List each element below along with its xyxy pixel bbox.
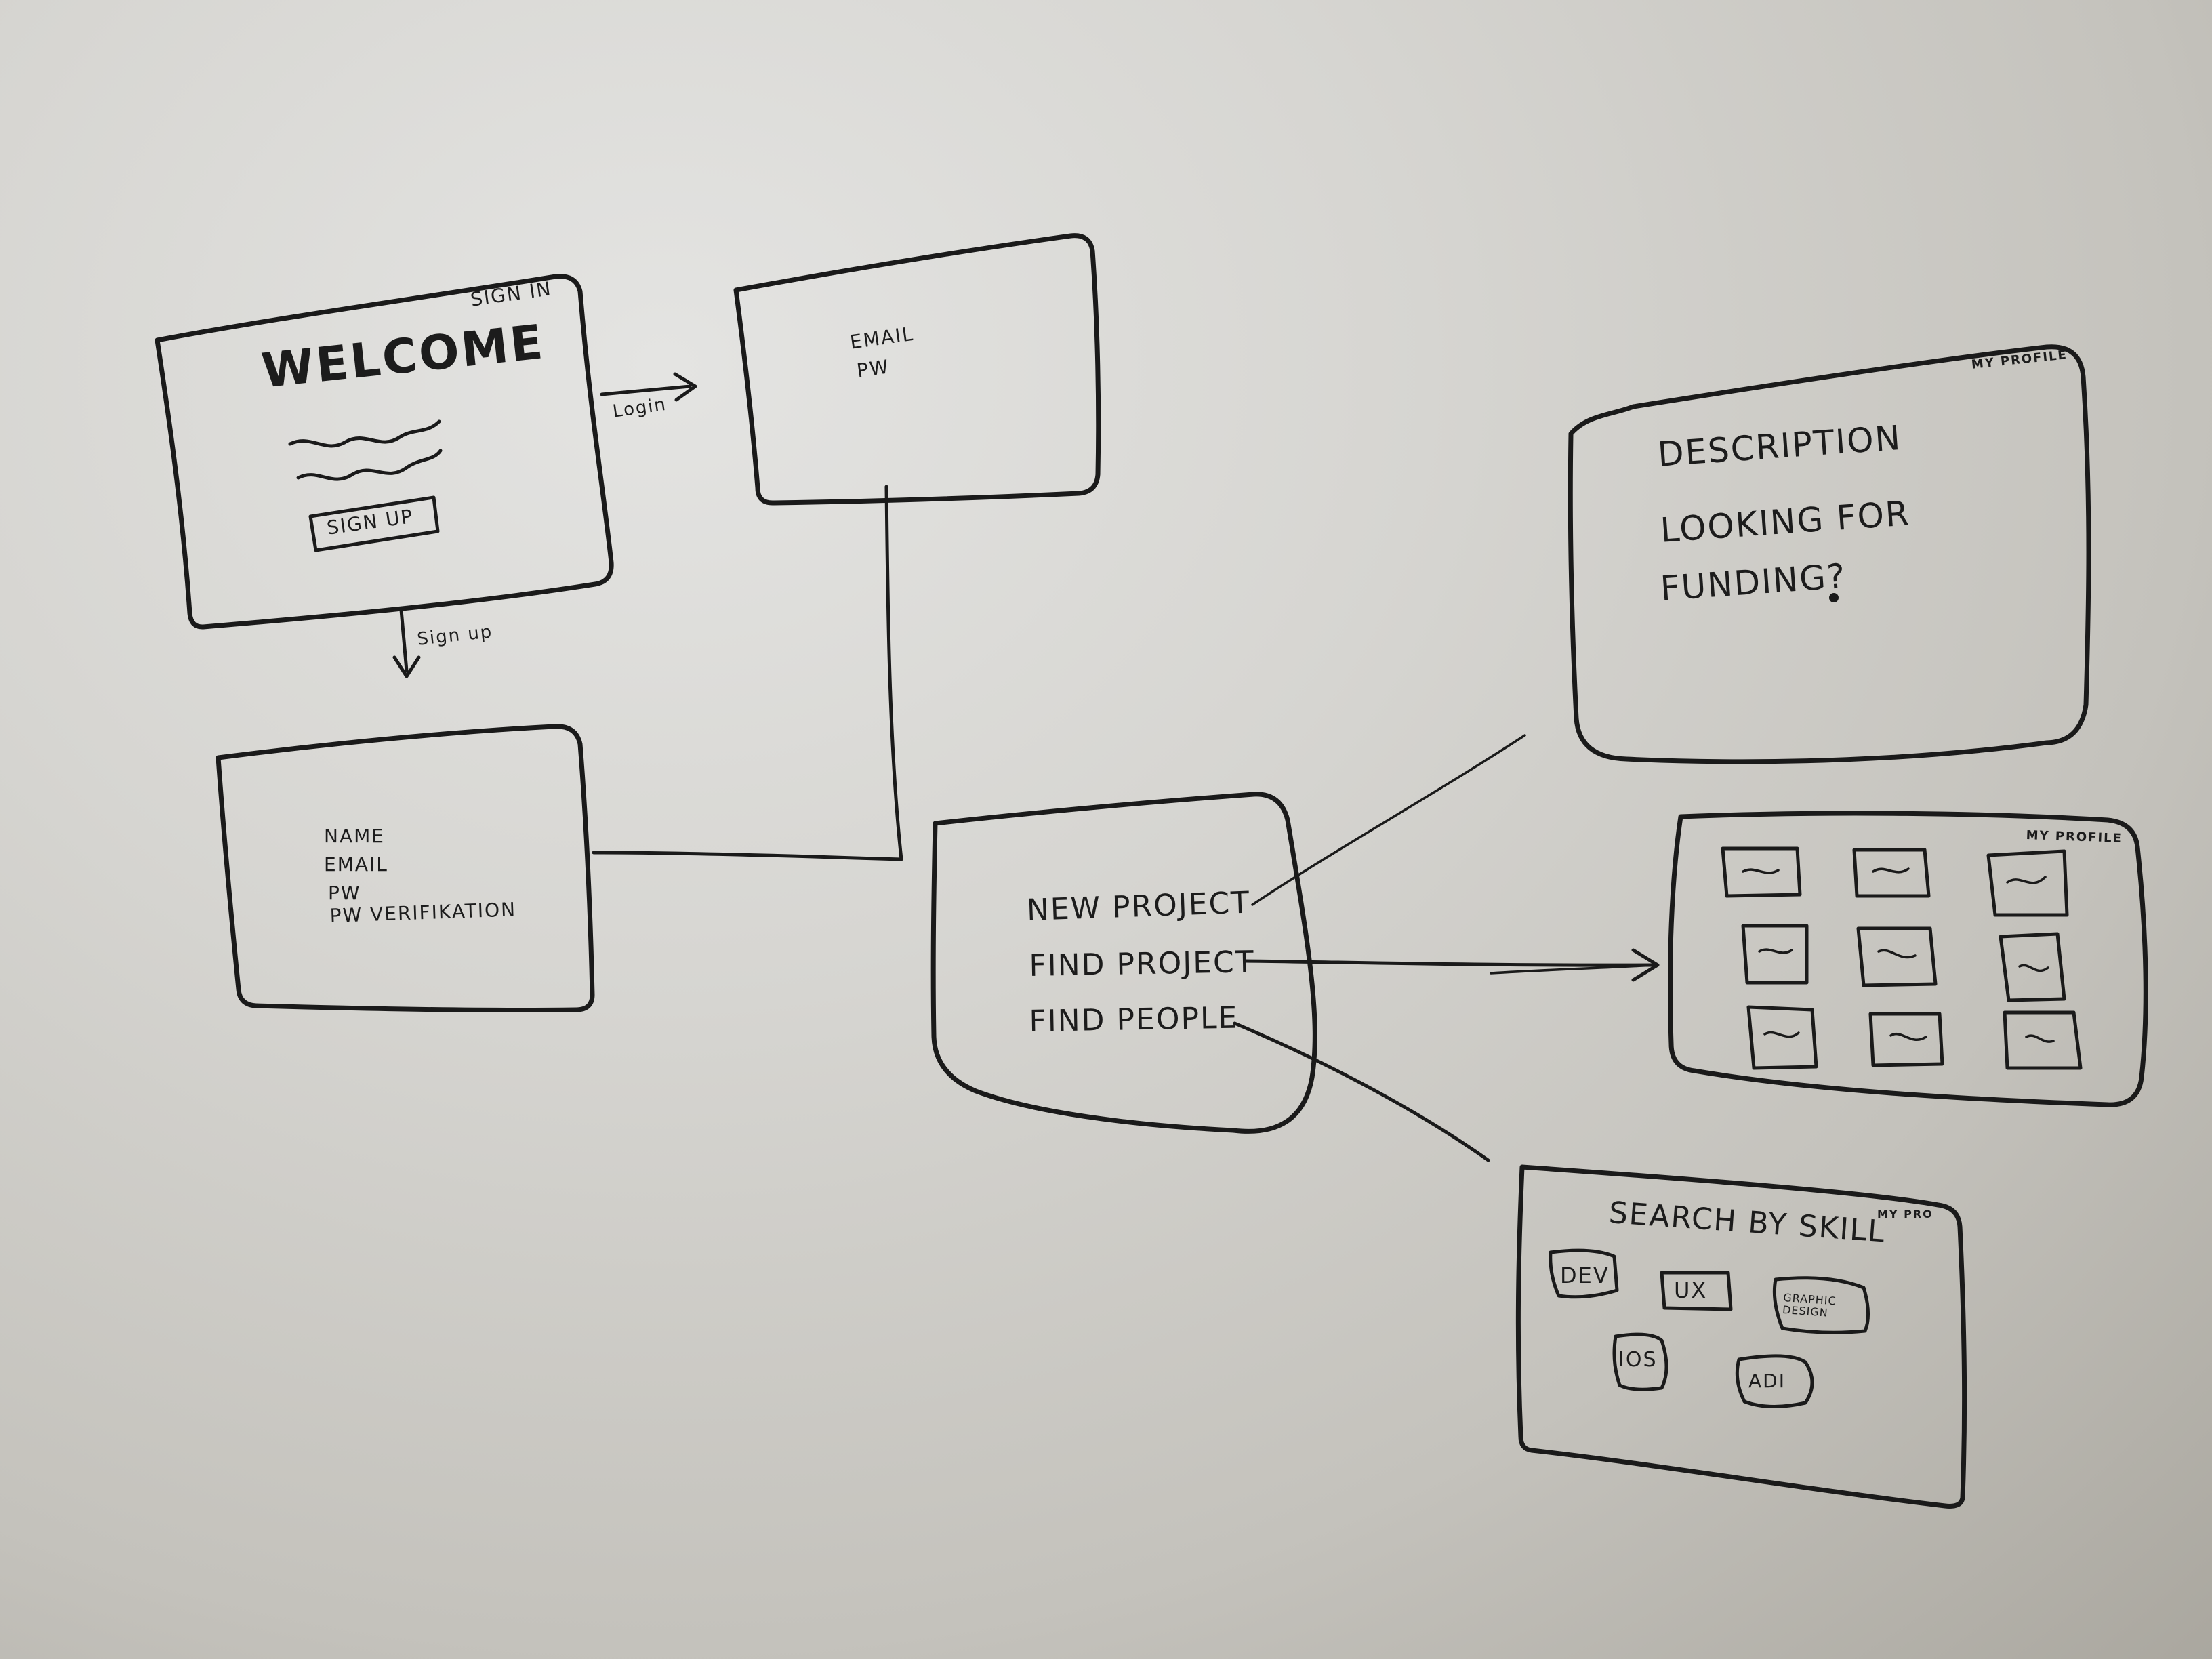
welcome-screen-frame bbox=[155, 274, 614, 630]
login-pw-field[interactable]: PW bbox=[855, 355, 891, 382]
menu-screen-frame bbox=[930, 792, 1317, 1134]
signup-email-field[interactable]: EMAIL bbox=[324, 853, 388, 876]
skill-chip-frame-dev bbox=[1549, 1248, 1619, 1299]
project-thumbnail-squiggle bbox=[2018, 964, 2049, 972]
signup-arrow-line bbox=[399, 608, 409, 673]
welcome-squiggle-1 bbox=[288, 419, 441, 448]
welcome-squiggle-2 bbox=[296, 449, 443, 481]
new-project-screen-frame bbox=[1568, 344, 2091, 764]
project-thumbnail-squiggle bbox=[1742, 868, 1780, 874]
signup-screen-frame bbox=[216, 724, 595, 1013]
find-people-profile-link[interactable]: MY PRO bbox=[1877, 1208, 1933, 1221]
project-thumbnail-squiggle bbox=[1877, 949, 1917, 959]
project-thumbnail bbox=[1868, 1012, 1944, 1067]
new-project-connector bbox=[1251, 734, 1526, 906]
project-thumbnail-squiggle bbox=[1763, 1031, 1800, 1038]
skill-chip-ux[interactable]: UX bbox=[1674, 1277, 1708, 1303]
menu-find-project[interactable]: FIND PROJECT bbox=[1029, 945, 1256, 983]
login-arrow-line bbox=[600, 384, 692, 396]
project-thumbnail bbox=[1721, 846, 1802, 898]
project-thumbnail-squiggle bbox=[2025, 1034, 2055, 1043]
skill-chip-dev[interactable]: DEV bbox=[1560, 1263, 1610, 1288]
skill-chip-frame-ux bbox=[1660, 1271, 1733, 1311]
project-thumbnail bbox=[1999, 932, 2066, 1002]
signup-pw-field[interactable]: PW bbox=[328, 882, 361, 904]
question-dot bbox=[1829, 593, 1839, 602]
skill-chip-ios[interactable]: IOS bbox=[1618, 1348, 1658, 1372]
signup-to-menu-connector bbox=[592, 851, 857, 860]
project-thumbnail-squiggle bbox=[2006, 876, 2047, 884]
project-thumbnail bbox=[1856, 926, 1938, 987]
find-project-screen-frame bbox=[1668, 811, 2148, 1107]
project-thumbnail bbox=[1986, 849, 2069, 917]
login-to-menu-connector bbox=[853, 485, 903, 861]
project-thumbnail bbox=[1746, 1005, 1818, 1070]
project-thumbnail bbox=[1852, 848, 1931, 898]
skill-chip-adi[interactable]: ADI bbox=[1748, 1370, 1786, 1392]
find-people-connector bbox=[1233, 1021, 1490, 1162]
signup-arrow-head bbox=[392, 655, 421, 678]
menu-find-people[interactable]: FIND PEOPLE bbox=[1029, 1000, 1239, 1039]
find-project-arrow-line bbox=[1244, 959, 1656, 967]
project-thumbnail-squiggle bbox=[1889, 1033, 1927, 1041]
login-arrow-head bbox=[673, 372, 697, 402]
project-thumbnail-squiggle bbox=[1872, 867, 1910, 874]
project-thumbnail-squiggle bbox=[1758, 948, 1793, 954]
find-project-arrow-head bbox=[1631, 948, 1660, 982]
skill-chip-frame-graphic-design bbox=[1772, 1276, 1870, 1334]
project-thumbnails bbox=[1721, 846, 2083, 1070]
signup-name-field[interactable]: NAME bbox=[324, 825, 385, 847]
skill-chip-frame-ios bbox=[1612, 1332, 1668, 1391]
project-thumbnail bbox=[2003, 1010, 2083, 1070]
project-thumbnail bbox=[1741, 924, 1809, 985]
skill-chip-graphic-design[interactable]: GRAPHIC DESIGN bbox=[1782, 1291, 1837, 1320]
signup-button-frame bbox=[308, 495, 440, 552]
find-project-arrow-line-2 bbox=[1490, 964, 1655, 975]
skill-chip-frame-adi bbox=[1735, 1354, 1814, 1408]
menu-new-project[interactable]: NEW PROJECT bbox=[1026, 885, 1251, 928]
find-people-screen-frame bbox=[1515, 1164, 1967, 1509]
login-screen-frame bbox=[733, 233, 1101, 506]
